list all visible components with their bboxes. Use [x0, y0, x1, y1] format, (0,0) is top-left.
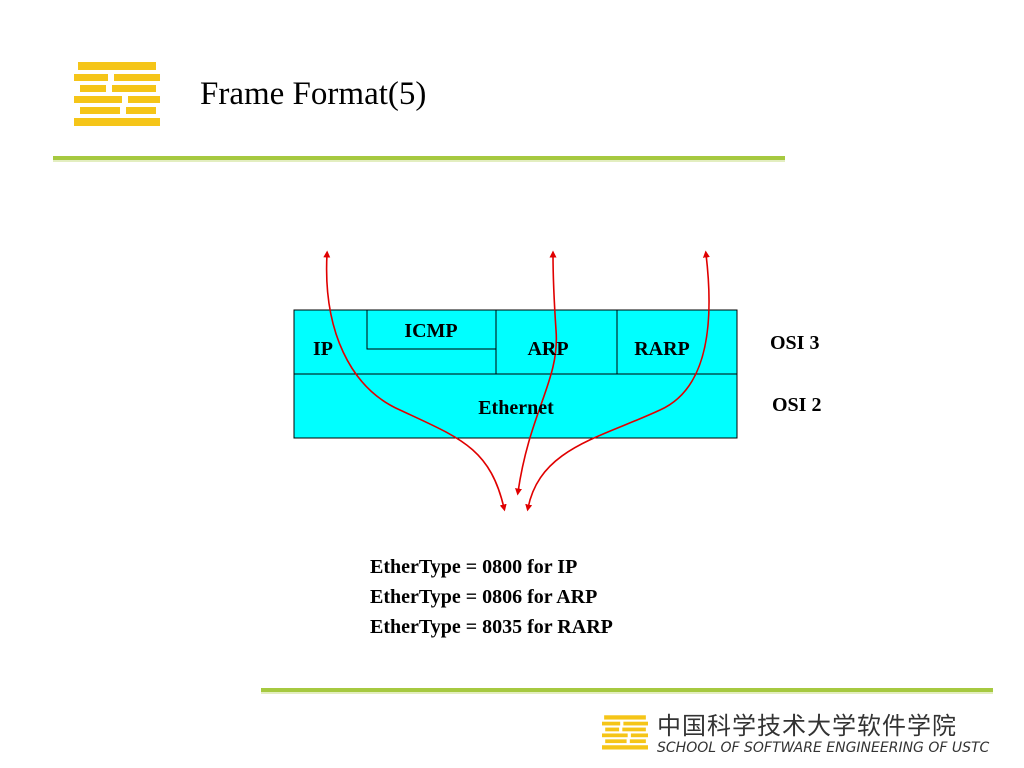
ip-arrow [323, 250, 507, 512]
school-logo-icon [74, 62, 160, 126]
icmp-label: ICMP [404, 320, 457, 342]
ethertype-list: EtherType = 0800 for IP EtherType = 0806… [370, 552, 613, 642]
ethertype-arp: EtherType = 0806 for ARP [370, 586, 598, 608]
rarp-arrow [525, 250, 710, 512]
top-divider [53, 156, 785, 160]
rarp-label: RARP [634, 338, 690, 360]
osi2-label: OSI 2 [772, 394, 821, 416]
slide-title: Frame Format(5) [200, 76, 427, 112]
arp-label: ARP [527, 338, 568, 360]
footer-logo-icon [602, 715, 648, 750]
footer-chinese-name: 中国科学技术大学软件学院 [657, 712, 957, 740]
ethernet-label: Ethernet [478, 397, 554, 419]
ip-label: IP [313, 338, 333, 360]
footer-english-name: SCHOOL OF SOFTWARE ENGINEERING OF USTC [657, 740, 990, 756]
osi3-label: OSI 3 [770, 332, 819, 354]
ethertype-rarp: EtherType = 8035 for RARP [370, 616, 613, 638]
ethertype-ip: EtherType = 0800 for IP [370, 556, 578, 578]
bottom-divider [261, 688, 993, 692]
